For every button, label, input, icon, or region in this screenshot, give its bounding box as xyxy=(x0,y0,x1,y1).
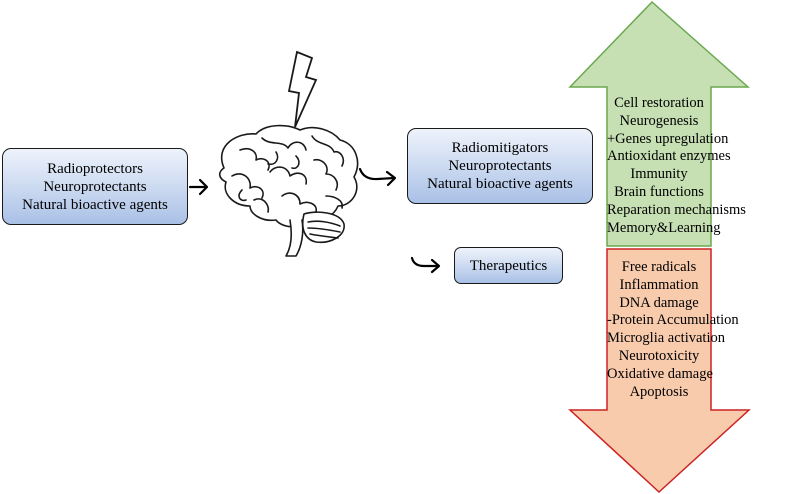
down-arrow-shape xyxy=(568,248,751,494)
mitigators-line-2: Neuroprotectants xyxy=(448,158,552,174)
down-item: Apoptosis xyxy=(629,383,689,400)
mitigators-line-1: Radiomitigators xyxy=(451,140,549,156)
therapeutics-label: Therapeutics xyxy=(469,257,548,274)
up-item: Neurogenesis xyxy=(619,112,699,129)
arrow-to-mitigators xyxy=(358,167,397,187)
up-item: Reparation mechanisms xyxy=(607,201,746,218)
up-arrow-list: Cell restoration Neurogenesis +Genes upr… xyxy=(607,95,746,237)
down-item: Microglia activation xyxy=(607,330,725,347)
arrow-to-therapeutics xyxy=(410,256,441,274)
down-item: Oxidative damage xyxy=(607,365,713,382)
mitigators-line-3: Natural bioactive agents xyxy=(427,176,573,192)
up-item: Immunity xyxy=(630,166,688,183)
up-item: Antioxidant enzymes xyxy=(607,148,731,165)
down-item: Neurotoxicity xyxy=(618,347,700,364)
up-arrow-shape xyxy=(568,0,750,247)
down-item: DNA damage xyxy=(619,294,699,311)
left-box-line-1: Radioprotectors xyxy=(47,160,143,177)
down-item: -Protein Accumulation xyxy=(607,312,739,329)
therapeutics-box: Therapeutics xyxy=(454,247,563,284)
up-item: Cell restoration xyxy=(614,95,704,111)
left-box-line-2: Neuroprotectants xyxy=(43,178,147,195)
brain-icon xyxy=(218,124,359,257)
radioprotectors-box: Radioprotectors Neuroprotectants Natural… xyxy=(2,148,188,225)
down-item: Inflammation xyxy=(619,276,699,293)
left-box-line-3: Natural bioactive agents xyxy=(22,196,168,213)
down-arrow-list: Free radicals Inflammation DNA damage -P… xyxy=(607,259,739,401)
up-item: Memory&Learning xyxy=(607,219,721,236)
up-item: Brain functions xyxy=(614,183,704,200)
arrow-to-brain xyxy=(188,178,209,196)
lightning-bolt-icon xyxy=(287,50,318,128)
radiomitigators-box: Radiomitigators Neuroprotectants Natural… xyxy=(407,128,593,204)
up-item: +Genes upregulation xyxy=(607,130,729,147)
down-item: Free radicals xyxy=(621,259,697,275)
